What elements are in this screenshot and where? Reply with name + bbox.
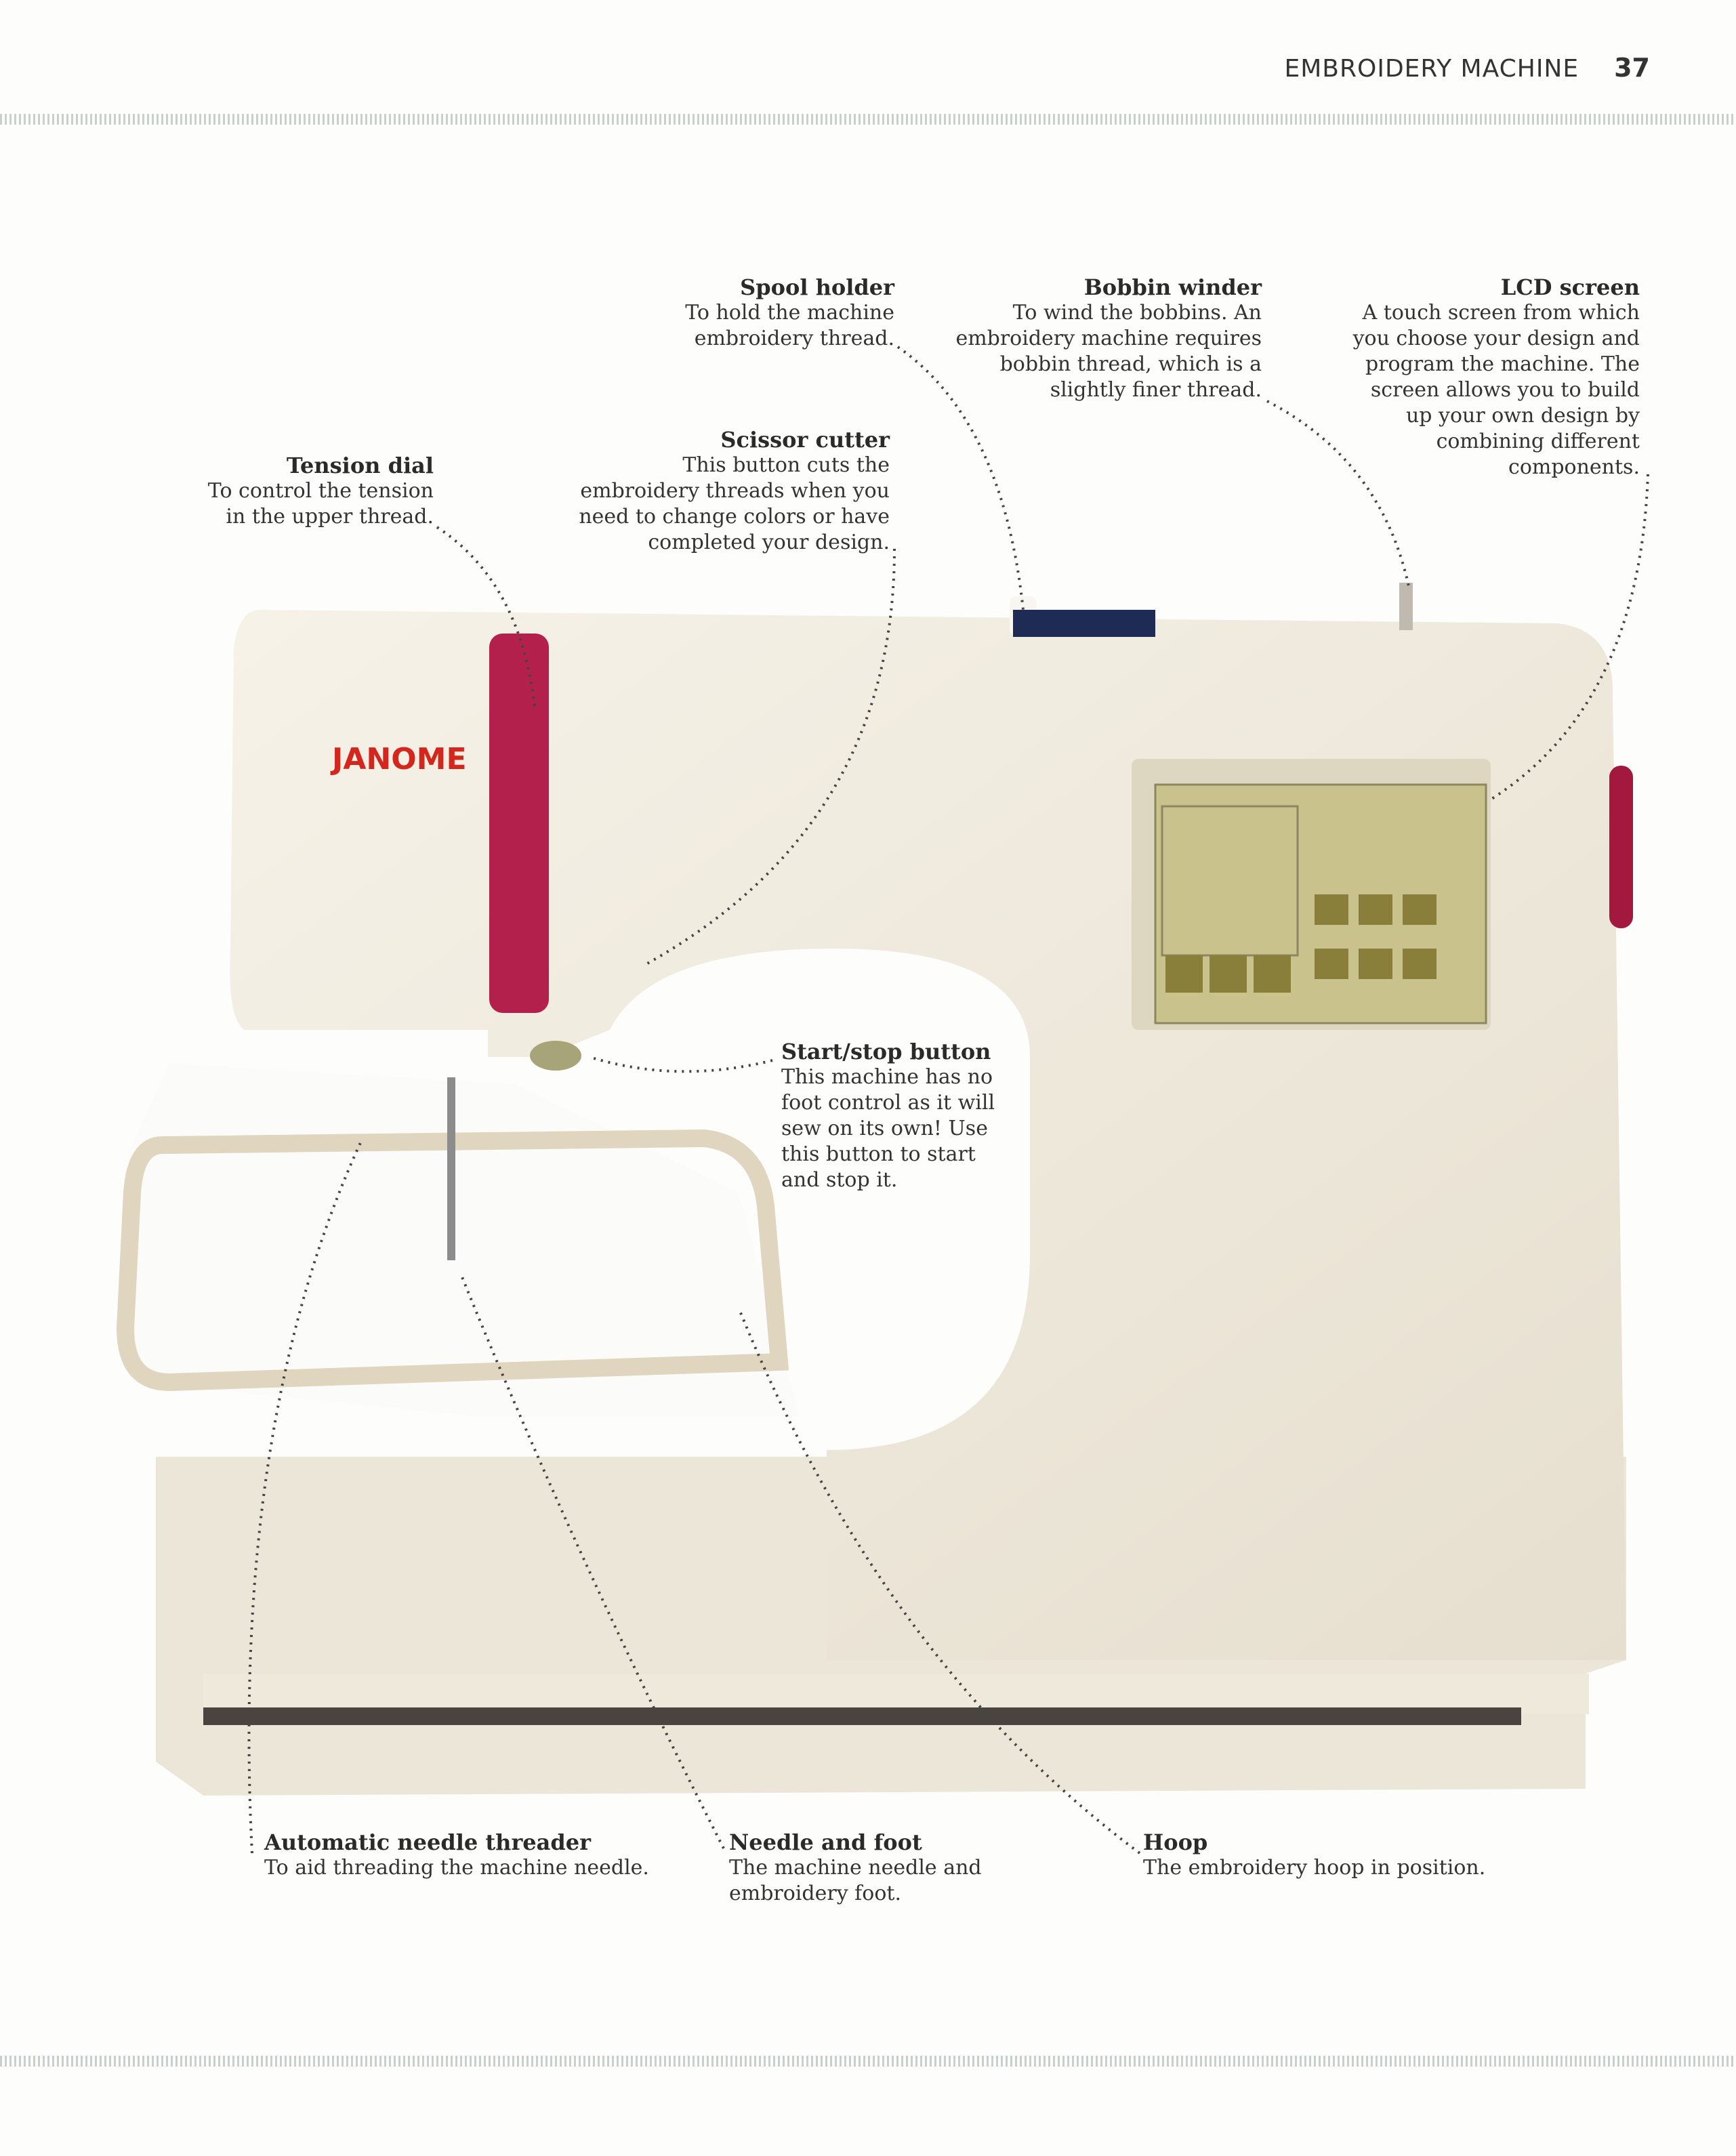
callout-title: LCD screen (1500, 274, 1640, 300)
callout-spool-holder: Spool holder To hold the machine embroid… (685, 274, 894, 352)
red-knob (1609, 766, 1633, 928)
needle (447, 1077, 455, 1260)
callout-title: Spool holder (740, 274, 894, 300)
janome-logo: JANOME (330, 742, 467, 776)
callout-title: Needle and foot (729, 1829, 922, 1855)
callout-bobbin-winder: Bobbin winder To wind the bobbins. An em… (955, 274, 1262, 403)
callout-scissor-cutter: Scissor cutter This button cuts the embr… (579, 427, 890, 556)
callout-text: This machine has no foot control as it w… (781, 1065, 995, 1192)
callout-title: Start/stop button (781, 1039, 991, 1064)
callout-lcd-screen: LCD screen A touch screen from which you… (1353, 274, 1640, 480)
callout-text: The embroidery hoop in position. (1143, 1856, 1486, 1880)
page-number: 37 (1614, 53, 1650, 83)
section-title: EMBROIDERY MACHINE (1284, 55, 1579, 83)
callout-hoop: Hoop The embroidery hoop in position. (1143, 1829, 1485, 1881)
callout-text: To hold the machine embroidery thread. (685, 301, 894, 350)
top-rule (0, 114, 1736, 125)
ruler-scale (203, 1707, 1521, 1725)
callout-text: To control the tension in the upper thre… (207, 479, 434, 528)
callout-needle-and-foot: Needle and foot The machine needle and e… (729, 1829, 982, 1907)
callout-text: This button cuts the embroidery threads … (579, 453, 890, 554)
callout-title: Tension dial (286, 453, 434, 478)
callout-text: To aid threading the machine needle. (264, 1856, 649, 1880)
callout-text: To wind the bobbins. An embroidery machi… (955, 301, 1262, 402)
thread-spool (1013, 610, 1155, 637)
callout-title: Hoop (1143, 1829, 1208, 1855)
callout-text: A touch screen from which you choose you… (1352, 301, 1640, 479)
running-header: EMBROIDERY MACHINE 37 (1284, 53, 1650, 83)
bottom-rule (0, 2056, 1736, 2067)
callout-automatic-needle-threader: Automatic needle threader To aid threadi… (264, 1829, 649, 1881)
bobbin-winder (1399, 583, 1413, 630)
hoop (116, 1129, 789, 1392)
callout-title: Bobbin winder (1083, 274, 1262, 300)
leader-lines (247, 346, 1649, 1854)
callout-title: Automatic needle threader (264, 1829, 591, 1855)
start-stop-button (530, 1041, 581, 1071)
callout-start-stop-button: Start/stop button This machine has no fo… (781, 1039, 995, 1193)
callout-title: Scissor cutter (720, 427, 890, 453)
callout-text: The machine needle and embroidery foot. (729, 1856, 982, 1905)
callout-tension-dial: Tension dial To control the tension in t… (208, 453, 434, 530)
pink-strip (489, 634, 549, 1013)
